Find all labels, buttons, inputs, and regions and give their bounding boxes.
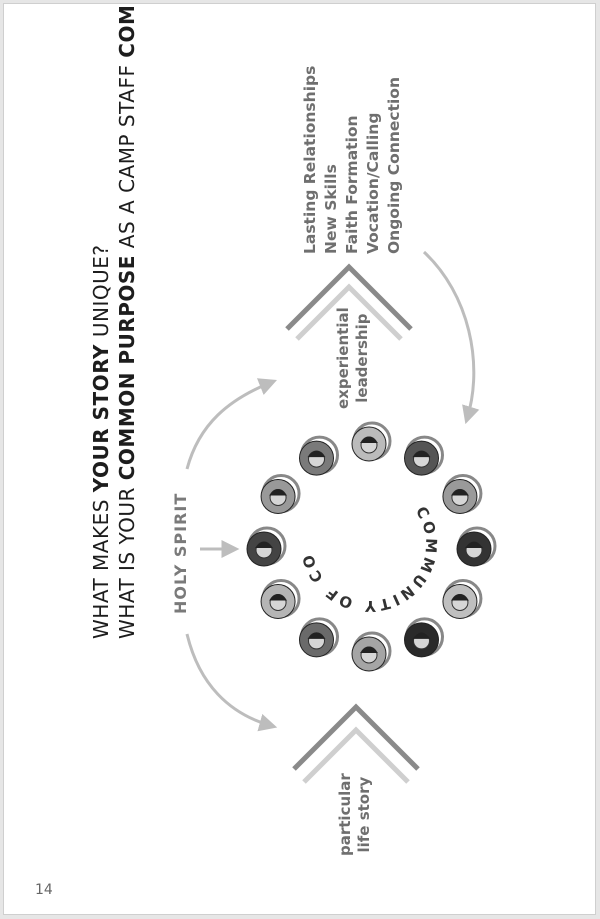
lower-chevron (292, 703, 420, 784)
face-icon (456, 526, 497, 567)
document-page: WHAT MAKES YOUR STORY UNIQUE? WHAT IS YO… (3, 3, 596, 915)
face-icon (442, 474, 483, 514)
diagram-graphics: COMMUNITY OF COMMON PURPOSE (4, 4, 497, 784)
upper-chevron (285, 263, 413, 341)
page-number: 14 (35, 882, 53, 898)
arrow-to-experiential (185, 378, 278, 470)
faces-ring (246, 421, 497, 672)
face-icon (260, 474, 301, 514)
face-icon (404, 617, 444, 658)
face-icon (404, 435, 444, 476)
face-icon (260, 579, 301, 619)
arrow-from-outcomes (422, 250, 480, 425)
face-icon (299, 617, 339, 658)
face-icon (351, 421, 392, 462)
face-icon (299, 435, 339, 476)
face-icon (442, 579, 483, 619)
arrow-to-particular (185, 633, 278, 732)
face-icon (351, 631, 392, 672)
face-icon (246, 526, 287, 567)
